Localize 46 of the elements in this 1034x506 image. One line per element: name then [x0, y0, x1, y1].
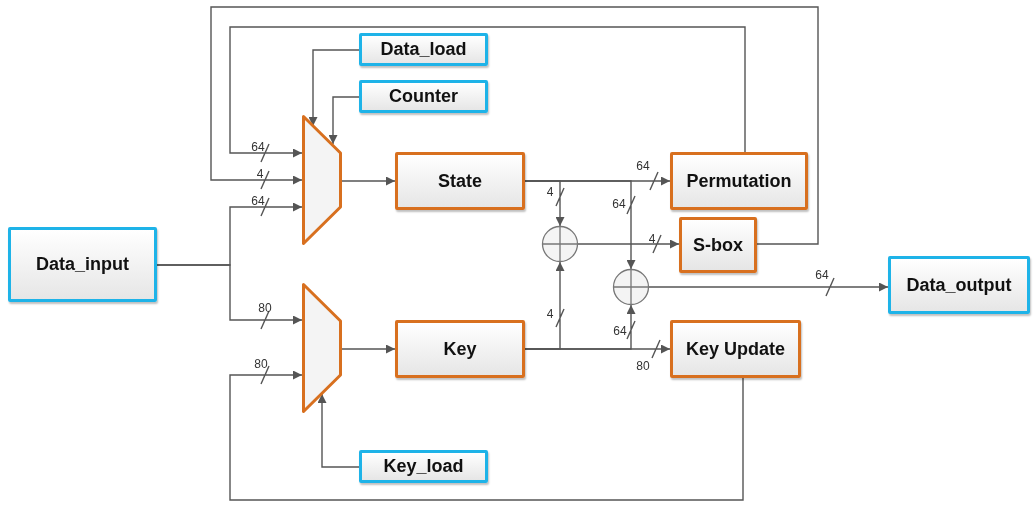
bit-width-label: 4	[256, 168, 264, 180]
arrow	[341, 176, 396, 186]
bit-width-label: 64	[815, 269, 829, 281]
signal-box	[359, 450, 488, 483]
bit-width-label: 80	[258, 302, 272, 314]
signal-box	[888, 256, 1030, 314]
box-label: State	[438, 170, 482, 192]
process-box	[670, 320, 801, 378]
box-label: Counter	[389, 86, 458, 107]
signal-box	[359, 80, 488, 113]
arrow	[308, 49, 360, 127]
bit-width-label: 80	[636, 360, 650, 372]
arrow	[210, 6, 819, 245]
bit-width-label: 64	[251, 195, 265, 207]
bit-width-label: 64	[613, 325, 627, 337]
bit-width-label: 4	[648, 233, 656, 245]
bit-width-label: 64	[636, 160, 650, 172]
box-label: Data_load	[380, 39, 467, 60]
signal-box	[8, 227, 157, 302]
process-box	[679, 217, 757, 273]
bit-width-label: 80	[254, 358, 268, 370]
box-label: S-box	[693, 234, 743, 256]
arrow	[317, 393, 360, 468]
bit-width-label: 64	[612, 198, 626, 210]
arrow	[341, 344, 396, 354]
box-label: Data_output	[906, 274, 1012, 296]
bit-width-label: 4	[546, 308, 554, 320]
arrow	[156, 264, 303, 330]
process-box	[395, 320, 525, 378]
box-label: Data_input	[36, 254, 129, 275]
signal-box	[359, 33, 488, 66]
arrow	[648, 277, 889, 297]
process-box	[395, 152, 525, 210]
box-label: Permutation	[686, 170, 792, 192]
arrow	[229, 26, 746, 163]
box-label: Key_load	[383, 456, 464, 477]
arrow	[524, 339, 671, 359]
arrow	[229, 365, 744, 501]
box-label: Key Update	[686, 338, 785, 360]
bit-width-label: 4	[546, 186, 554, 198]
bit-width-label: 64	[251, 141, 265, 153]
arrow	[328, 96, 360, 145]
process-box	[670, 152, 808, 210]
arrow	[577, 234, 680, 254]
arrow	[524, 180, 636, 270]
box-label: Key	[443, 338, 477, 360]
